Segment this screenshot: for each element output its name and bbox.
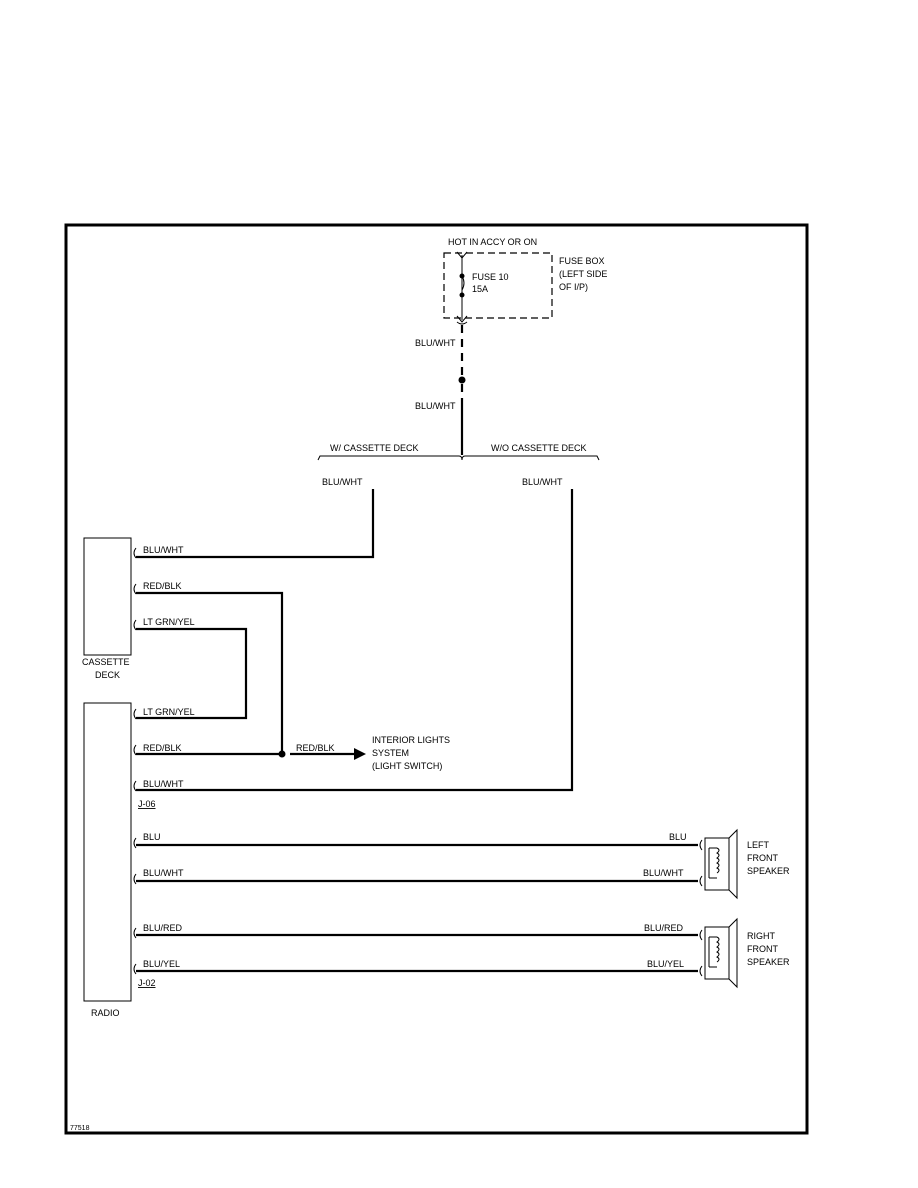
red-blk-jumper-wire	[136, 591, 284, 754]
interior-lights-label-3: (LIGHT SWITCH)	[372, 761, 442, 771]
cassette-pin-2-label: RED/BLK	[143, 581, 182, 591]
interior-lights-label-2: SYSTEM	[372, 748, 409, 758]
right-speaker-label-3: SPEAKER	[747, 957, 790, 967]
radio-blu-wht-feed-wire	[136, 489, 574, 792]
radio-pin-7-terminal-icon	[133, 963, 137, 975]
interior-lights-label-1: INTERIOR LIGHTS	[372, 735, 450, 745]
option-with-cassette-label: W/ CASSETTE DECK	[330, 443, 419, 453]
cassette-pin-1-terminal-icon	[133, 547, 137, 559]
radio-pin-5-label: BLU/WHT	[143, 868, 184, 878]
option-without-cassette-label: W/O CASSETTE DECK	[491, 443, 587, 453]
radio-pin-6-terminal-icon	[133, 927, 137, 939]
left-speaker-label-1: LEFT	[747, 840, 770, 850]
cassette-deck-label-1: CASSETTE	[82, 657, 130, 667]
cassette-deck-label-2: DECK	[95, 670, 120, 680]
fuse-box-location-2: OF I/P)	[559, 282, 588, 292]
left-speaker-wire-1-label: BLU	[669, 832, 687, 842]
radio-pin-1-terminal-icon	[133, 708, 137, 720]
fuse-number-label: FUSE 10	[472, 272, 509, 282]
right-speaker-icon	[699, 917, 738, 989]
radio-label: RADIO	[91, 1008, 120, 1018]
main-feed-wire-label-upper: BLU/WHT	[415, 338, 456, 348]
red-blk-splice	[278, 750, 286, 758]
cassette-pin-3-terminal-icon	[133, 619, 137, 631]
branch-left-wire-label: BLU/WHT	[322, 477, 363, 487]
power-source-label: HOT IN ACCY OR ON	[448, 237, 537, 247]
radio-pin-2-terminal-icon	[133, 744, 137, 756]
left-speaker-icon	[699, 828, 738, 900]
right-speaker-wire-1-label: BLU/RED	[644, 923, 684, 933]
right-speaker-label-2: FRONT	[747, 944, 778, 954]
interior-lights-wire-label: RED/BLK	[296, 743, 335, 753]
cassette-pin-3-label: LT GRN/YEL	[143, 617, 195, 627]
radio-connector-j02-label: J-02	[138, 978, 156, 988]
main-feed-wire-label-lower: BLU/WHT	[415, 401, 456, 411]
radio-pin-2-label: RED/BLK	[143, 743, 182, 753]
radio-pin-6-label: BLU/RED	[143, 923, 183, 933]
fuse-rating-label: 15A	[472, 284, 488, 294]
radio-pin-1-label: LT GRN/YEL	[143, 707, 195, 717]
cassette-pin-1-label: BLU/WHT	[143, 545, 184, 555]
right-speaker-wire-2-label: BLU/YEL	[647, 959, 684, 969]
right-speaker-label-1: RIGHT	[747, 931, 776, 941]
main-feed-splice	[458, 376, 466, 384]
radio-pin-4-label: BLU	[143, 832, 161, 842]
radio-pin-5-terminal-icon	[133, 873, 137, 885]
fuse-box-location-1: (LEFT SIDE	[559, 269, 607, 279]
radio-pin-7-label: BLU/YEL	[143, 959, 180, 969]
cassette-pin-2-terminal-icon	[133, 583, 137, 595]
branch-right-wire-label: BLU/WHT	[522, 477, 563, 487]
left-speaker-wire-2-label: BLU/WHT	[643, 868, 684, 878]
fuse-element-icon	[461, 275, 465, 291]
radio-pin-4-terminal-icon	[133, 837, 137, 849]
figure-id: 77518	[70, 1125, 90, 1132]
interior-lights-arrow-icon	[354, 748, 366, 760]
option-bracket	[317, 455, 600, 461]
diagram-frame	[64, 223, 809, 1135]
fuse-bottom-terminal-icon	[456, 315, 468, 325]
fuse-box-label: FUSE BOX	[559, 256, 605, 266]
radio-box	[83, 702, 132, 1002]
lt-grn-yel-jumper-wire	[136, 627, 248, 720]
radio-pin-3-terminal-icon	[133, 780, 137, 792]
radio-connector-j06-label: J-06	[138, 799, 156, 809]
fuse-lower-contact	[459, 292, 465, 298]
cassette-blu-wht-wire	[136, 489, 375, 559]
radio-pin-3-label: BLU/WHT	[143, 779, 184, 789]
cassette-deck-box	[83, 537, 132, 656]
fuse-top-terminal-icon	[456, 251, 468, 259]
fuse-box-outline	[443, 252, 553, 319]
left-speaker-label-2: FRONT	[747, 853, 778, 863]
left-speaker-label-3: SPEAKER	[747, 866, 790, 876]
